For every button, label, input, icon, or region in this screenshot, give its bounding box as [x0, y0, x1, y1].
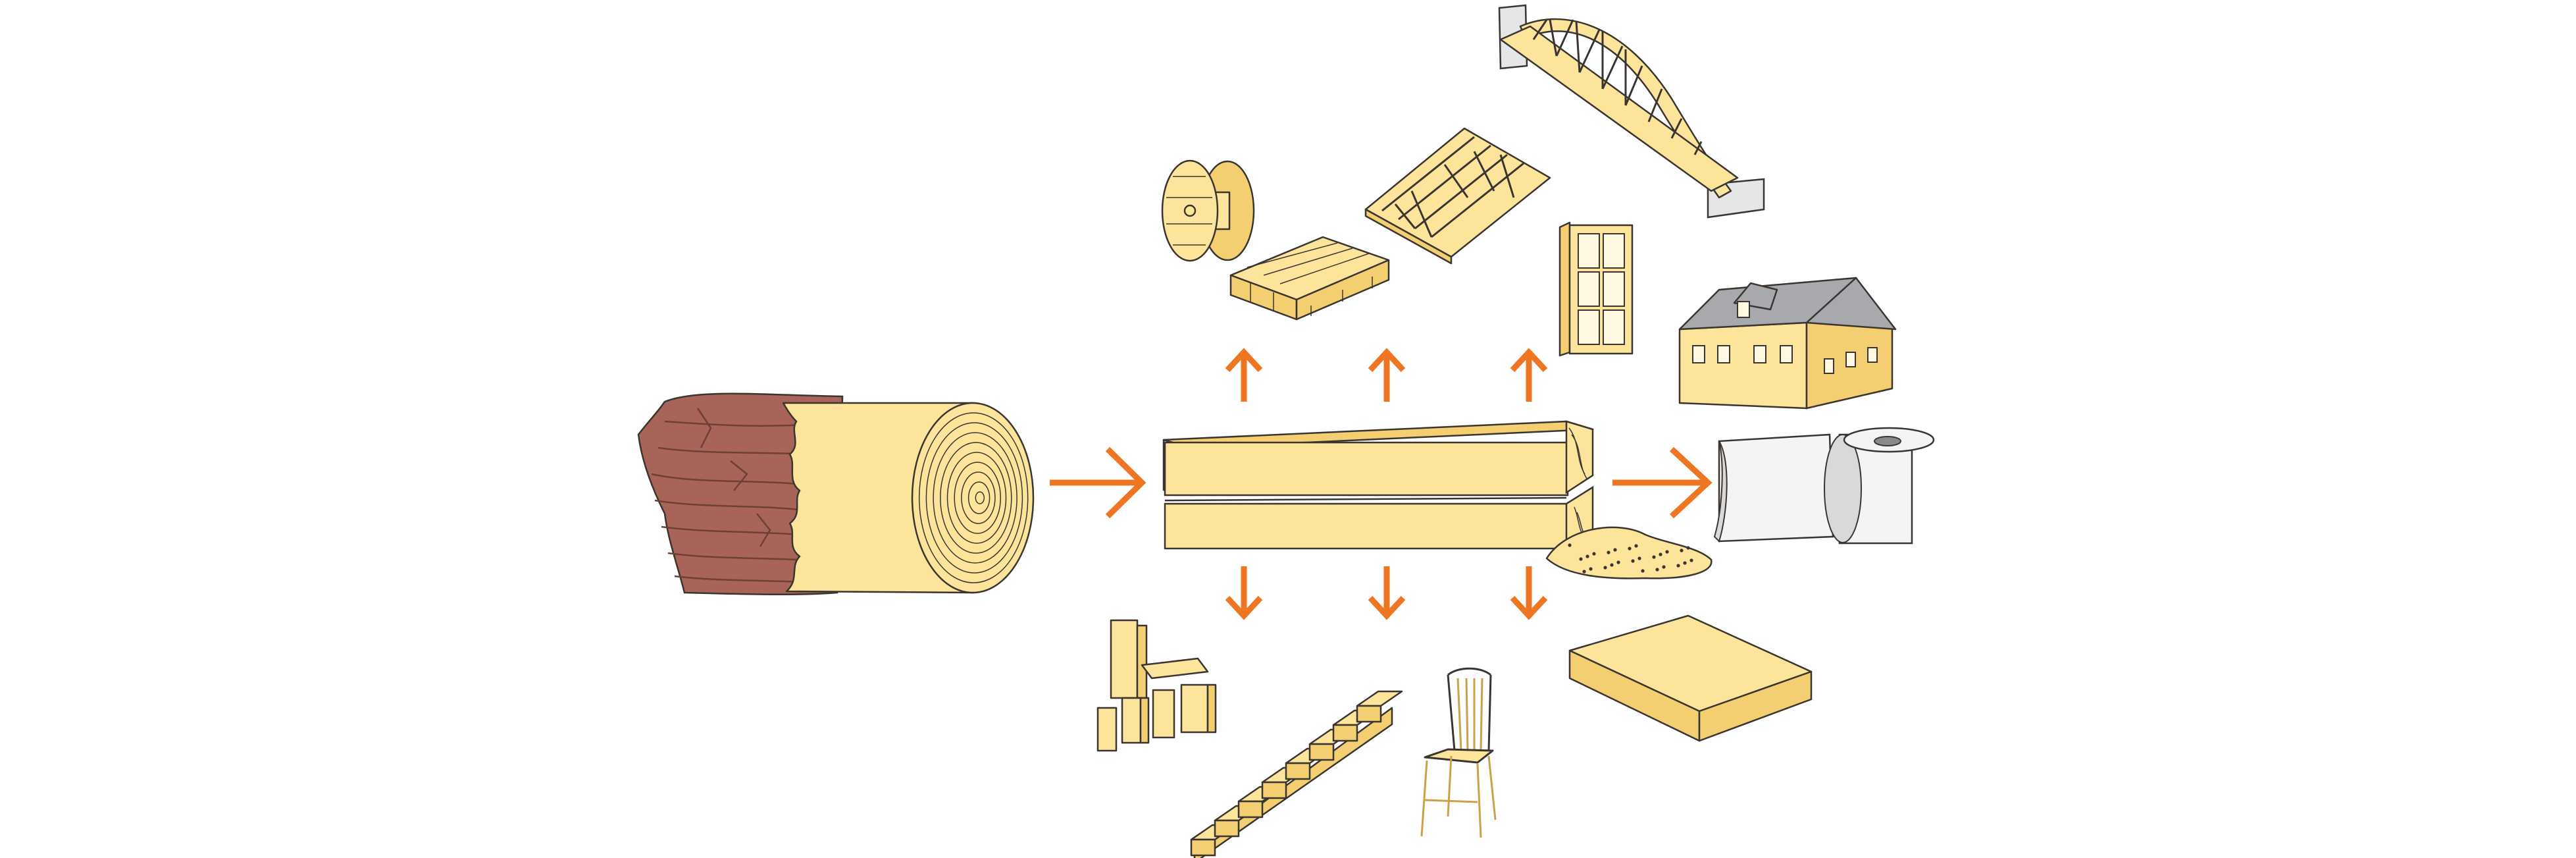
house-icon: [1678, 277, 1897, 410]
tree-ring: [961, 471, 996, 524]
arrow-up-1: [1225, 348, 1263, 402]
arrow-up-3: [1510, 348, 1548, 402]
sawdust-particle: [1607, 550, 1610, 554]
roof-truss-icon: [1364, 127, 1551, 265]
sawdust-particle: [1631, 559, 1635, 563]
tree-ring: [925, 422, 1023, 574]
chair-icon: [1420, 667, 1497, 838]
sawdust-particle: [1655, 568, 1659, 572]
tree-ring: [954, 462, 1001, 534]
arrow-log-to-timber: [1050, 446, 1146, 519]
sawdust-particle: [1680, 549, 1684, 552]
log-end: [911, 402, 1035, 594]
sawdust-particle: [1592, 552, 1596, 556]
arrow-timber-to-paper: [1612, 446, 1713, 519]
sawdust-particle: [1579, 557, 1583, 561]
sawdust-particle: [1686, 546, 1690, 550]
sawdust-particle: [1585, 554, 1589, 558]
stair-riser: [1356, 705, 1382, 723]
stair-riser: [1332, 724, 1358, 742]
tree-ring: [975, 491, 985, 504]
sawdust-particle: [1641, 569, 1645, 573]
sawdust-particle: [1634, 544, 1638, 548]
sawdust-particle: [1689, 558, 1693, 562]
sawdust-particle: [1676, 564, 1680, 568]
tree-ring: [946, 452, 1007, 544]
bark: [637, 392, 844, 595]
pallet-icon: [1229, 236, 1390, 321]
sawn-timber-icon: [1162, 420, 1594, 550]
sawdust-particle: [1613, 548, 1617, 552]
sawdust-particle: [1568, 543, 1572, 547]
sawdust-particle: [1582, 570, 1586, 574]
stair-riser: [1214, 819, 1240, 838]
stair-tread: [1356, 690, 1403, 707]
sawdust-particle: [1665, 550, 1669, 554]
staircase-icon: [1190, 690, 1403, 858]
arrow-down-3: [1510, 566, 1548, 620]
window-icon: [1558, 221, 1634, 357]
arrow-up-2: [1368, 348, 1406, 402]
paper-roll-icon: [1713, 427, 1935, 545]
tree-ring: [918, 412, 1029, 583]
arrow-down-2: [1368, 566, 1406, 620]
cable-drum-icon: [1161, 159, 1255, 262]
wood-blocks-icon: [1096, 619, 1217, 752]
sawdust-particle: [1662, 565, 1666, 569]
sawdust-particle: [1589, 567, 1593, 571]
tree-ring: [967, 481, 991, 514]
board-panel-icon: [1568, 614, 1813, 742]
sawdust-particle: [1683, 561, 1687, 565]
sawdust-particle: [1610, 563, 1614, 567]
sawdust-particle: [1637, 556, 1641, 560]
sawdust-particle: [1616, 560, 1620, 564]
glulam-bridge-icon: [1498, 4, 1765, 219]
tree-ring: [940, 442, 1012, 554]
tree-ring: [933, 432, 1018, 564]
stair-riser: [1237, 800, 1264, 818]
log-icon: [637, 392, 1035, 595]
sawdust-particle: [1603, 566, 1607, 570]
stair-riser: [1261, 781, 1287, 799]
sawdust-icon: [1545, 526, 1713, 579]
sawdust-particle: [1652, 555, 1656, 559]
sawdust-particle: [1628, 547, 1632, 550]
sawdust-particle: [1659, 552, 1662, 556]
arrow-down-1: [1225, 566, 1263, 620]
stair-riser: [1190, 838, 1216, 857]
stair-riser: [1285, 762, 1311, 780]
stair-riser: [1308, 743, 1335, 761]
